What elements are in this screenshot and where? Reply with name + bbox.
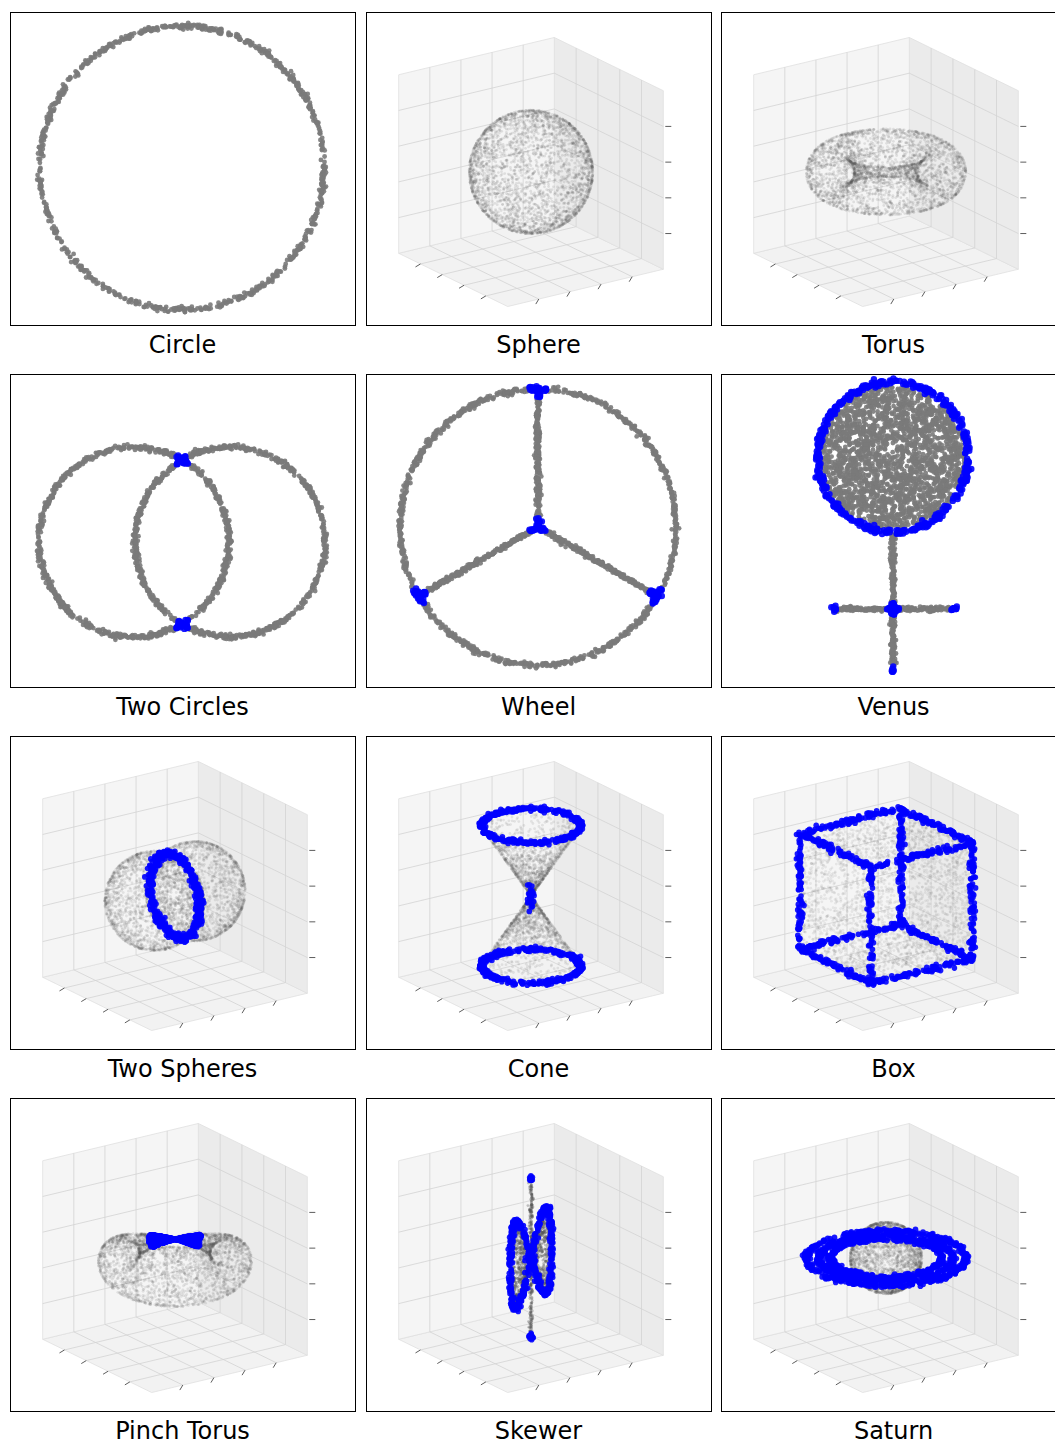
figure-stage: CircleSphereTorusTwo CirclesWheelVenusTw… [0, 0, 1055, 1445]
